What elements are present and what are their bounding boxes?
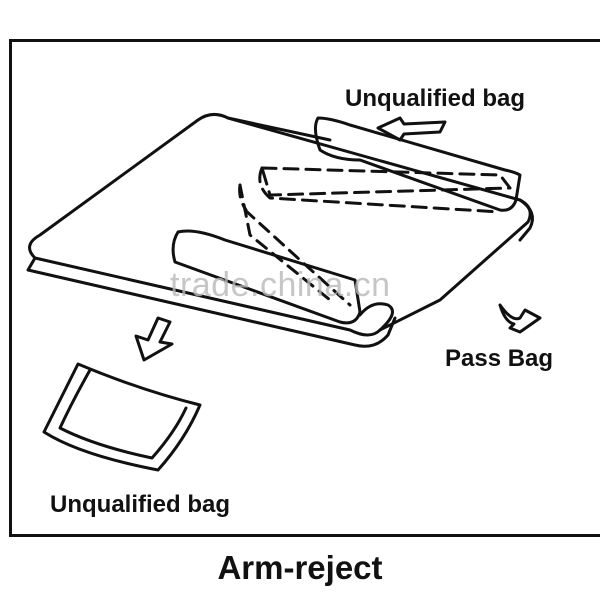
conveyor-back-roller [518, 198, 534, 242]
arrow-reject-down [134, 316, 174, 362]
bag-motion-dashed-4 [243, 208, 352, 307]
rejected-bag-fallen [42, 362, 202, 472]
conveyor-front-roller [358, 302, 394, 332]
label-unqualified-bag-top: Unqualified bag [345, 85, 525, 112]
label-unqualified-bag-bottom: Unqualified bag [50, 491, 230, 518]
diagram-title: Arm-reject [217, 549, 383, 586]
bag-motion-dashed-2 [258, 166, 502, 214]
bag-motion-dashed-3 [238, 183, 332, 302]
bag-motion-dashed-1 [260, 166, 512, 197]
arrow-pass [498, 303, 542, 334]
rejected-bag-fallen-inner [58, 368, 188, 460]
bag-motion-dashed-5 [238, 183, 248, 212]
rejected-bag-top [313, 116, 522, 212]
diagram-frame [9, 39, 600, 537]
reject-arm [171, 229, 362, 325]
label-pass-bag: Pass Bag [445, 345, 554, 372]
watermark-text: trade.china.cn [170, 266, 391, 304]
arrow-unqualified-top [376, 116, 447, 142]
conveyor-front-edge [26, 256, 397, 348]
